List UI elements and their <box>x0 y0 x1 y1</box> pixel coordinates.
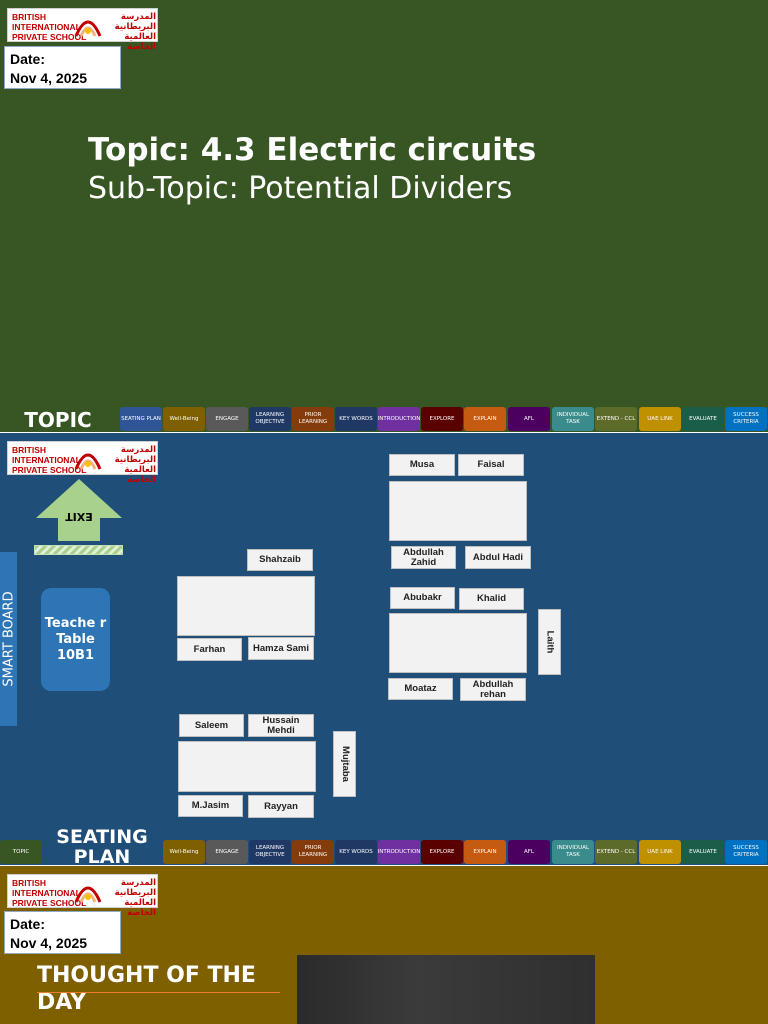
seat-khalid: Khalid <box>459 588 524 610</box>
nav-bar: TOPIC SEATING PLAN Well-Being ENGAGE LEA… <box>0 406 768 432</box>
tab-seating-plan-active[interactable]: SEATING PLAN <box>56 826 148 865</box>
nav-explain[interactable]: EXPLAIN <box>464 840 506 864</box>
seat-faisal: Faisal <box>458 454 524 476</box>
nav-uae-link[interactable]: UAE LINK <box>639 407 681 431</box>
nav-well-being[interactable]: Well-Being <box>163 407 205 431</box>
nav-individual-task[interactable]: INDIVIDUAL TASK <box>552 407 594 431</box>
nav-learning-objective[interactable]: LEARNING OBJECTIVE <box>249 407 291 431</box>
teacher-table: Teache r Table 10B1 <box>41 588 110 691</box>
seat-moataz: Moataz <box>388 678 453 700</box>
nav-introduction[interactable]: INTRODUCTION <box>378 840 420 864</box>
nav-prior-learning[interactable]: PRIOR LEARNING <box>292 407 334 431</box>
nav-seating-plan[interactable]: SEATING PLAN <box>120 407 162 431</box>
date-value: Nov 4, 2025 <box>10 70 88 86</box>
seat-abubakr: Abubakr <box>390 587 455 609</box>
thought-heading: THOUGHT OF THE DAY <box>37 963 256 1015</box>
nav-explore[interactable]: EXPLORE <box>421 407 463 431</box>
nav-uae-link[interactable]: UAE LINK <box>639 840 681 864</box>
seat-abdullah-rehan: Abdullah rehan <box>460 678 526 701</box>
nav-evaluate[interactable]: EVALUATE <box>682 407 724 431</box>
seat-musa: Musa <box>389 454 455 476</box>
nav-bar: TOPIC SEATING PLAN Well-Being ENGAGE LEA… <box>0 827 768 865</box>
nav-explain[interactable]: EXPLAIN <box>464 407 506 431</box>
seat-rayyan: Rayyan <box>248 795 314 818</box>
nav-engage[interactable]: ENGAGE <box>206 840 248 864</box>
exit-arrow-icon <box>36 479 122 541</box>
seat-hussain-mehdi: Hussain Mehdi <box>248 714 314 737</box>
nav-engage[interactable]: ENGAGE <box>206 407 248 431</box>
nav-individual-task[interactable]: INDIVIDUAL TASK <box>552 840 594 864</box>
nav-learning-objective[interactable]: LEARNING OBJECTIVE <box>249 840 291 864</box>
nav-extend-ccl[interactable]: EXTEND - CCL <box>595 840 637 864</box>
desk-group-1 <box>389 481 527 541</box>
thought-underline <box>37 992 280 993</box>
subtopic-title: Sub-Topic: Potential Dividers <box>88 171 513 206</box>
date-box: Date: Nov 4, 2025 <box>4 911 121 954</box>
nav-evaluate[interactable]: EVALUATE <box>682 840 724 864</box>
school-emblem-icon <box>74 20 102 37</box>
seat-hamza-sami: Hamza Sami <box>248 637 314 660</box>
date-box: Date: Nov 4, 2025 <box>4 46 121 89</box>
seat-farhan: Farhan <box>177 638 242 661</box>
desk-group-2 <box>389 613 527 673</box>
nav-extend-ccl[interactable]: EXTEND - CCL <box>595 407 637 431</box>
seat-mujtaba: Mujtaba <box>333 731 356 797</box>
nav-key-words[interactable]: KEY WORDS <box>335 407 377 431</box>
nav-well-being[interactable]: Well-Being <box>163 840 205 864</box>
nav-explore[interactable]: EXPLORE <box>421 840 463 864</box>
nav-afl[interactable]: AFL <box>508 407 550 431</box>
seat-abdul-hadi: Abdul Hadi <box>465 546 531 569</box>
desk-group-4 <box>178 741 316 792</box>
nav-prior-learning[interactable]: PRIOR LEARNING <box>292 840 334 864</box>
seat-abdullah-zahid: Abdullah Zahid <box>391 546 456 569</box>
tab-topic-active[interactable]: TOPIC <box>24 408 92 432</box>
nav-key-words[interactable]: KEY WORDS <box>335 840 377 864</box>
seat-saleem: Saleem <box>179 714 244 737</box>
nav-success-criteria[interactable]: SUCCESS CRITERIA <box>725 407 767 431</box>
exit-door <box>34 545 123 555</box>
thought-image <box>297 955 595 1024</box>
nav-topic[interactable]: TOPIC <box>0 840 42 864</box>
nav-success-criteria[interactable]: SUCCESS CRITERIA <box>725 840 767 864</box>
smart-board: SMART BOARD <box>0 552 17 726</box>
date-label: Date: <box>10 916 46 932</box>
date-label: Date: <box>10 51 46 67</box>
date-value: Nov 4, 2025 <box>10 935 88 951</box>
seat-shahzaib: Shahzaib <box>247 549 313 571</box>
school-emblem-icon <box>74 453 102 470</box>
seat-m-jasim: M.Jasim <box>178 795 243 817</box>
school-emblem-icon <box>74 886 102 903</box>
exit-label: EXIT <box>65 510 93 523</box>
seat-laith: Laith <box>538 609 561 675</box>
nav-afl[interactable]: AFL <box>508 840 550 864</box>
topic-title: Topic: 4.3 Electric circuits <box>88 132 537 168</box>
nav-introduction[interactable]: INTRODUCTION <box>378 407 420 431</box>
desk-group-3 <box>177 576 315 636</box>
